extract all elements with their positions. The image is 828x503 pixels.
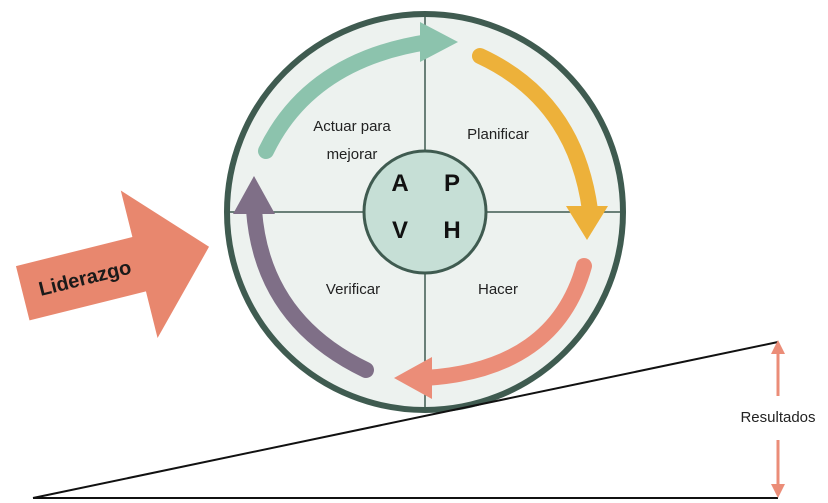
label-plan: Planificar [467, 126, 529, 143]
results-label: Resultados [740, 409, 815, 426]
letter-p: P [444, 170, 460, 197]
check-arrow [233, 176, 374, 378]
do-arrow [394, 258, 592, 399]
letter-a: A [391, 170, 408, 197]
act-arrow [258, 22, 458, 159]
plan-arrow [472, 48, 608, 240]
label-do: Hacer [478, 281, 518, 298]
label-act-line1: Actuar para [313, 118, 391, 135]
letter-h: H [443, 217, 460, 244]
leadership-arrow: Liderazgo [15, 190, 210, 338]
ramp-slope [32, 341, 779, 499]
label-act-line2: mejorar [327, 146, 378, 163]
letter-v: V [392, 217, 408, 244]
results-arrow [771, 340, 785, 498]
label-check: Verificar [326, 281, 380, 298]
pdca-hub [362, 149, 488, 275]
